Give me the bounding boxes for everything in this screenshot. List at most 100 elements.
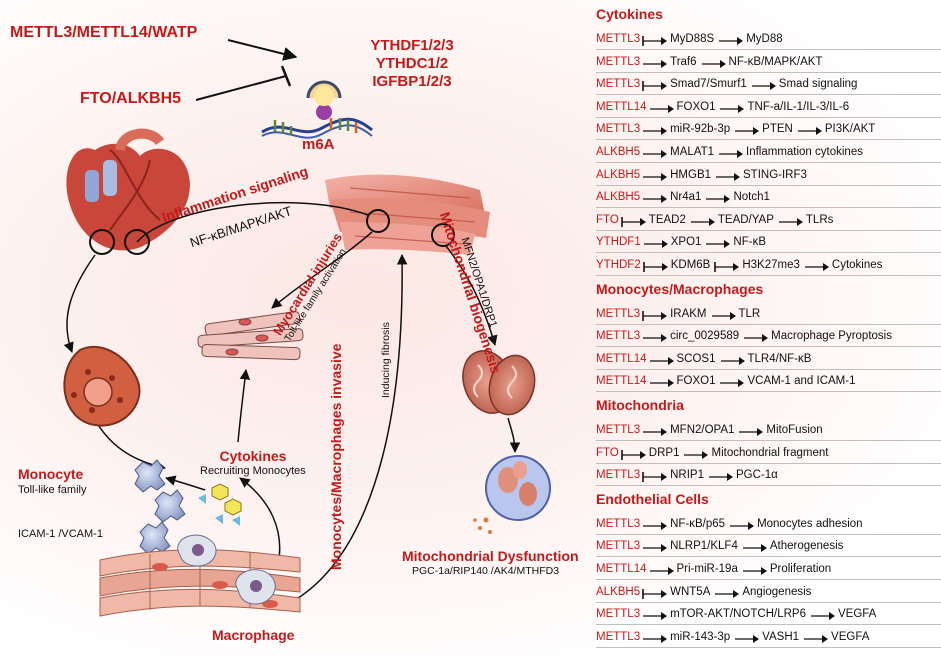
enzyme-label: ALKBH5 (596, 146, 641, 158)
myocardial-fibers (325, 174, 490, 255)
mito-dys-title: Mitochondrial Dysfunction (402, 548, 579, 564)
target-label: TLR4/NF-κB (747, 352, 812, 365)
target-label: FOXO1 (676, 100, 716, 113)
target-label: VEGFA (837, 608, 877, 621)
activate-arrow-icon (735, 127, 760, 136)
row-divider (596, 533, 941, 535)
activate-arrow-icon (643, 334, 668, 343)
arrow-macrophage-invasive (294, 253, 408, 601)
target-label: TEAD2 (648, 213, 686, 226)
target-label: Macrophage Pyroptosis (771, 330, 892, 343)
enzyme-label: METTL3 (596, 307, 641, 320)
pathway-row: METTL3 NRIP1 PGC-1α (596, 466, 941, 487)
target-label: MyD88 (746, 33, 783, 45)
row-divider (596, 275, 941, 276)
target-label: Atherogenesis (769, 540, 844, 553)
row-divider (596, 229, 941, 231)
activate-arrow-icon (744, 334, 769, 343)
heart-illustration (66, 128, 190, 255)
activate-arrow-icon (643, 612, 668, 621)
enzyme-label: ALKBH5 (596, 585, 641, 598)
activate-arrow-icon (643, 172, 668, 181)
mito-dys-sub: PGC-1a/RIP140 /AK4/MTHFD3 (412, 565, 560, 577)
inhibit-arrow-icon (642, 81, 668, 92)
m6a-rna-icon (261, 80, 373, 139)
target-label: circ_0029589 (670, 330, 740, 343)
target-label: Mitochondrial fragment (711, 446, 829, 459)
monocyte-cells (134, 459, 186, 555)
row-divider (596, 440, 941, 441)
macrophage-cells (177, 534, 276, 605)
enzyme-label: METTL3 (596, 78, 641, 91)
activate-arrow-icon (751, 82, 776, 91)
inhibit-arrow-icon (642, 262, 668, 272)
arrow-cytokines-to-myocardial (237, 368, 251, 443)
target-label: TNF-a/IL-1/IL-3/IL-6 (747, 100, 850, 113)
row-divider (596, 94, 941, 96)
activate-arrow-icon (649, 379, 674, 388)
activate-arrow-icon (711, 311, 736, 320)
target-label: Smad7/Smurf1 (670, 78, 747, 91)
enzyme-label: METTL3 (596, 424, 641, 436)
inhibit-arrow-icon (620, 449, 646, 460)
activate-arrow-icon (804, 263, 829, 271)
activate-arrow-icon (715, 589, 740, 598)
row-divider (596, 116, 941, 118)
inhibit-arrow-icon (714, 262, 740, 272)
activate-arrow-icon (649, 567, 674, 575)
section-title: Mitochondria (596, 397, 684, 413)
row-divider (596, 556, 941, 558)
enzyme-label: METTL3 (596, 55, 641, 68)
target-label: Notch1 (733, 191, 770, 204)
target-label: Smad signaling (778, 78, 858, 91)
target-label: VASH1 (762, 630, 800, 643)
arrow-fiber-to-myocardial (271, 231, 373, 309)
cytokines-title: Cytokines (219, 448, 287, 464)
target-label: miR-92b-3p (670, 123, 731, 136)
activate-arrow-icon (742, 544, 767, 553)
target-label: Proliferation (769, 563, 832, 575)
enzyme-label: ALKBH5 (596, 191, 641, 204)
mono-invasive-sub: Inducing fibrosis (380, 322, 392, 398)
row-divider (596, 139, 941, 141)
m6a-label: m6A (302, 136, 335, 153)
target-label: PGC-1α (735, 469, 778, 482)
icam-label: ICAM-1 /VCAM-1 (18, 528, 103, 540)
activate-arrow-icon (810, 612, 835, 621)
row-divider (596, 162, 941, 163)
enzyme-label: FTO (596, 446, 619, 459)
inhibit-arrow-icon (642, 310, 668, 321)
arrow-vessel-to-monocyte (94, 419, 167, 472)
reader-item: IGFBP1/2/3 (372, 73, 452, 90)
target-label: PI3K/AKT (824, 123, 876, 136)
enzyme-label: METTL3 (596, 517, 641, 530)
row-divider (596, 485, 941, 487)
writer-arrow (227, 39, 298, 61)
activate-arrow-icon (720, 356, 745, 365)
activate-arrow-icon (706, 240, 731, 249)
enzyme-label: METTL3 (596, 469, 641, 482)
target-label: MALAT1 (670, 146, 714, 158)
inhibit-arrow-icon (620, 216, 646, 227)
target-label: PTEN (762, 123, 793, 136)
activate-arrow-icon (778, 217, 803, 226)
row-divider (596, 601, 941, 603)
enzyme-label: METTL14 (596, 352, 647, 365)
row-divider (596, 391, 941, 393)
row-divider (596, 184, 941, 186)
target-label: WNT5A (670, 585, 711, 598)
target-label: TLRs (805, 213, 834, 226)
target-label: NRIP1 (670, 469, 704, 482)
